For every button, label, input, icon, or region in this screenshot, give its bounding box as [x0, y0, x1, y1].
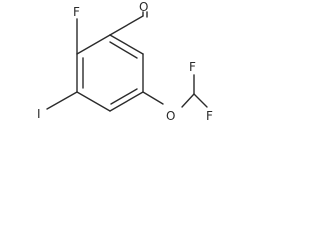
bond-chf2-to-f-lower: [193, 93, 208, 108]
chemical-structure: O F I O F F: [37, 0, 213, 123]
atom-ring-fluorine: F: [73, 5, 80, 19]
bond-ring-c1-c2: [76, 34, 111, 55]
bond-ring-to-ether-o: [142, 91, 164, 105]
bond-ether-o-to-chf2: [181, 93, 195, 108]
atom-iodine: I: [37, 107, 41, 121]
bond-ring-c3-c4: [76, 91, 111, 112]
atom-fluorine-upper: F: [189, 60, 196, 74]
bond-ring-to-cho: [109, 15, 144, 36]
atom-ether-oxygen: O: [166, 109, 175, 123]
bond-ring-to-iodine: [46, 91, 78, 110]
bond-ring-c4-c5: [109, 91, 144, 112]
double-bond-inner-c6-c1: [109, 41, 138, 59]
bond-ring-c6-c1: [109, 34, 144, 55]
benzene-ring: [76, 34, 144, 112]
atom-fluorine-lower: F: [206, 109, 213, 123]
double-bond-inner-c4-c5: [110, 88, 138, 105]
atom-carbonyl-oxygen: O: [139, 0, 148, 14]
